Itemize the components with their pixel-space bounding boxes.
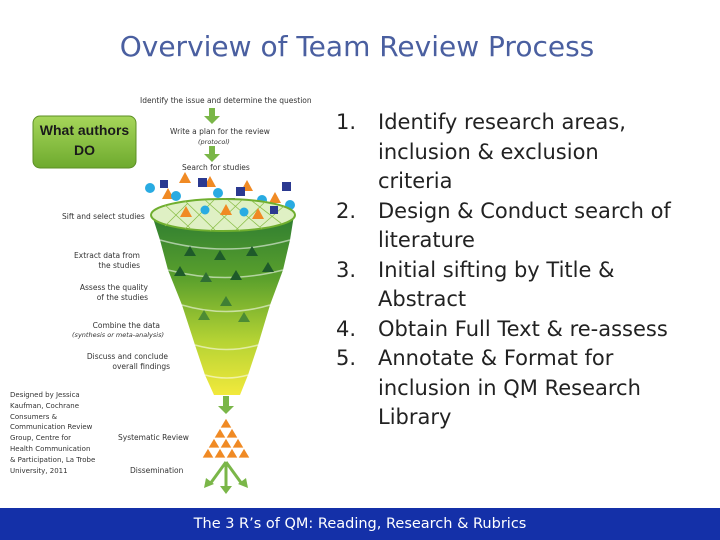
review-process-diagram: What authors DO Identify the issue and d… [32, 96, 312, 494]
label-combine: Combine the data [93, 321, 160, 330]
funnel-arrow [218, 396, 234, 414]
label-extract-2: the studies [98, 261, 140, 270]
label-systematic-review: Systematic Review [118, 433, 189, 442]
step-line: inclusion & exclusion [378, 139, 599, 164]
step-line: literature [378, 228, 475, 252]
label-sift: Sift and select studies [62, 212, 145, 221]
step-line: Abstract [378, 287, 467, 311]
step-line: inclusion in QM Research [378, 375, 641, 400]
footer-bar: The 3 R’s of QM: Reading, Research & Rub… [0, 508, 720, 540]
process-steps-list: 1. Identify research areas, inclusion & … [336, 108, 706, 433]
step-number: 3. [336, 257, 357, 282]
label-assess-1: Assess the quality [80, 283, 149, 292]
label-protocol: (protocol) [198, 138, 230, 146]
step-line: Library [378, 405, 452, 429]
step-line: Initial sifting by Title & [378, 257, 615, 282]
box-label-line2: DO [74, 142, 95, 158]
step-line: Design & Conduct search of [378, 198, 671, 223]
dissemination-arrows [204, 461, 248, 494]
step-line: Identify research areas, [378, 110, 626, 134]
step-item: 3. Initial sifting by Title & Abstract [336, 256, 706, 315]
label-identify: Identify the issue and determine the que… [140, 96, 312, 105]
step-number: 4. [336, 316, 357, 341]
what-authors-do-box: What authors DO [32, 115, 137, 169]
box-label-line1: What authors [40, 122, 130, 138]
step-item: 1. Identify research areas, inclusion & … [336, 108, 706, 197]
step-line: Obtain Full Text & re-assess [378, 316, 668, 341]
label-write-plan: Write a plan for the review [170, 127, 270, 136]
label-synthesis: (synthesis or meta-analysis) [72, 331, 164, 339]
systematic-review-pyramid [201, 417, 251, 459]
step-number: 5. [336, 346, 357, 370]
flow-arrows [204, 108, 220, 162]
funnel-studies [174, 204, 278, 322]
step-number: 2. [336, 198, 357, 223]
step-line: criteria [378, 169, 453, 193]
design-credit: Designed by Jessica Kaufman, Cochrane Co… [10, 391, 96, 475]
funnel-sieve [164, 199, 285, 232]
label-discuss-2: overall findings [112, 362, 170, 371]
label-dissemination: Dissemination [130, 466, 184, 475]
step-text: Identify research areas, inclusion & exc… [378, 108, 706, 197]
step-text: Obtain Full Text & re-assess [378, 315, 706, 345]
step-number: 1. [336, 110, 357, 134]
label-extract-1: Extract data from [74, 251, 140, 260]
label-assess-2: of the studies [97, 293, 148, 302]
label-discuss-1: Discuss and conclude [87, 352, 169, 361]
step-item: 4. Obtain Full Text & re-assess [336, 315, 706, 345]
slide-title: Overview of Team Review Process [119, 30, 595, 63]
step-item: 2. Design & Conduct search of literature [336, 197, 706, 256]
step-text: Initial sifting by Title & Abstract [378, 256, 706, 315]
step-text: Annotate & Format for inclusion in QM Re… [378, 344, 706, 433]
step-item: 5. Annotate & Format for inclusion in QM… [336, 344, 706, 433]
step-line: Annotate & Format for [378, 346, 614, 370]
step-text: Design & Conduct search of literature [378, 197, 706, 256]
label-search: Search for studies [182, 163, 250, 172]
